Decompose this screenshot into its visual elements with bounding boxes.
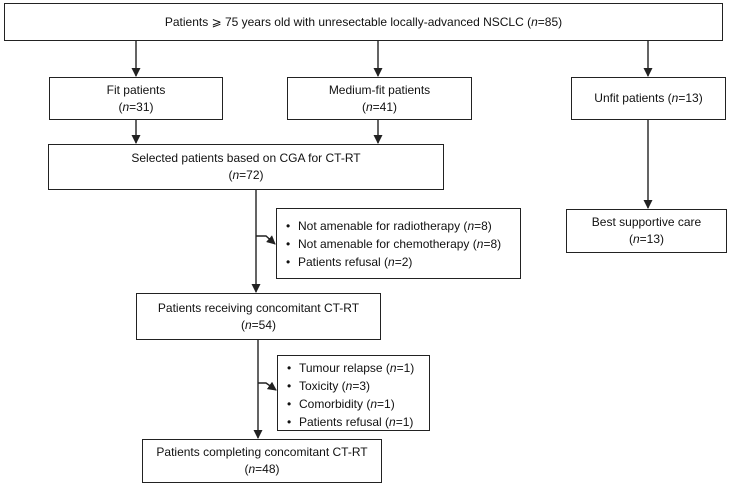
exclusions-list-1: Not amenable for radiotherapy (n=8) Not … — [286, 217, 520, 271]
list-item: Not amenable for radiotherapy (n=8) — [286, 217, 520, 235]
fit-patients-title: Fit patients — [106, 82, 166, 97]
selected-patients-title: Selected patients based on CGA for CT-RT — [131, 151, 361, 165]
arrow-to-exclusions-1 — [256, 235, 276, 245]
medium-fit-patients-count: (n=41) — [361, 99, 398, 114]
best-supportive-care-box: Best supportive care (n=13) — [566, 209, 727, 253]
exclusions-box-1: Not amenable for radiotherapy (n=8) Not … — [276, 208, 521, 279]
selected-patients-count: (n=72) — [228, 168, 264, 182]
list-item: Comorbidity (n=1) — [287, 395, 429, 413]
list-item: Tumour relapse (n=1) — [287, 359, 429, 377]
list-item: Toxicity (n=3) — [287, 377, 429, 395]
exclusions-list-2: Tumour relapse (n=1) Toxicity (n=3) Como… — [287, 359, 429, 431]
completing-ctrt-title: Patients completing concomitant CT-RT — [156, 445, 368, 459]
best-supportive-care-title: Best supportive care — [591, 215, 702, 229]
best-supportive-care-count: (n=13) — [628, 232, 665, 246]
top-box: Patients ⩾ 75 years old with unresectabl… — [4, 3, 723, 41]
unfit-patients-box: Unfit patients (n=13) — [571, 77, 726, 120]
selected-patients-box: Selected patients based on CGA for CT-RT… — [48, 144, 444, 190]
arrow-to-exclusions-2 — [258, 381, 277, 391]
exclusions-box-2: Tumour relapse (n=1) Toxicity (n=3) Como… — [277, 355, 430, 431]
receiving-ctrt-title: Patients receiving concomitant CT-RT — [157, 300, 360, 315]
receiving-ctrt-count: (n=54) — [240, 317, 277, 332]
fit-patients-box: Fit patients (n=31) — [49, 77, 223, 120]
fit-patients-count: (n=31) — [118, 99, 154, 114]
list-item: Not amenable for chemotherapy (n=8) — [286, 235, 520, 253]
top-box-label: Patients ⩾ 75 years old with unresectabl… — [164, 14, 563, 29]
medium-fit-patients-title: Medium-fit patients — [328, 82, 431, 97]
unfit-patients-label: Unfit patients (n=13) — [594, 91, 703, 105]
receiving-ctrt-box: Patients receiving concomitant CT-RT (n=… — [136, 293, 381, 340]
medium-fit-patients-box: Medium-fit patients (n=41) — [287, 77, 472, 120]
list-item: Patients refusal (n=2) — [286, 253, 520, 271]
completing-ctrt-box: Patients completing concomitant CT-RT (n… — [142, 439, 382, 483]
list-item: Patients refusal (n=1) — [287, 413, 429, 431]
completing-ctrt-count: (n=48) — [244, 462, 280, 476]
